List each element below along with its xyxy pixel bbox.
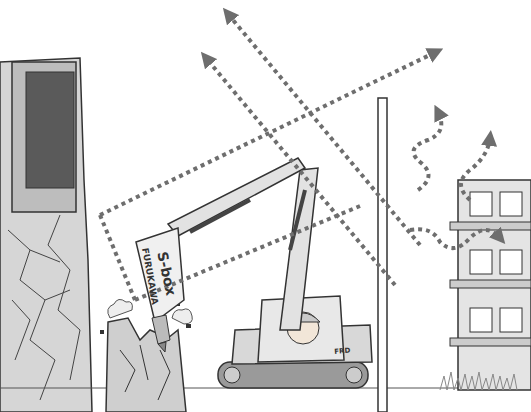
excavator: [168, 158, 372, 388]
maker-mark: FRD: [334, 347, 351, 356]
rock-wall: [0, 58, 92, 412]
broken-concrete: [100, 299, 192, 412]
building: [450, 180, 531, 390]
grass: [440, 372, 517, 390]
pole: [378, 98, 387, 412]
noise-arrows: [100, 14, 500, 300]
